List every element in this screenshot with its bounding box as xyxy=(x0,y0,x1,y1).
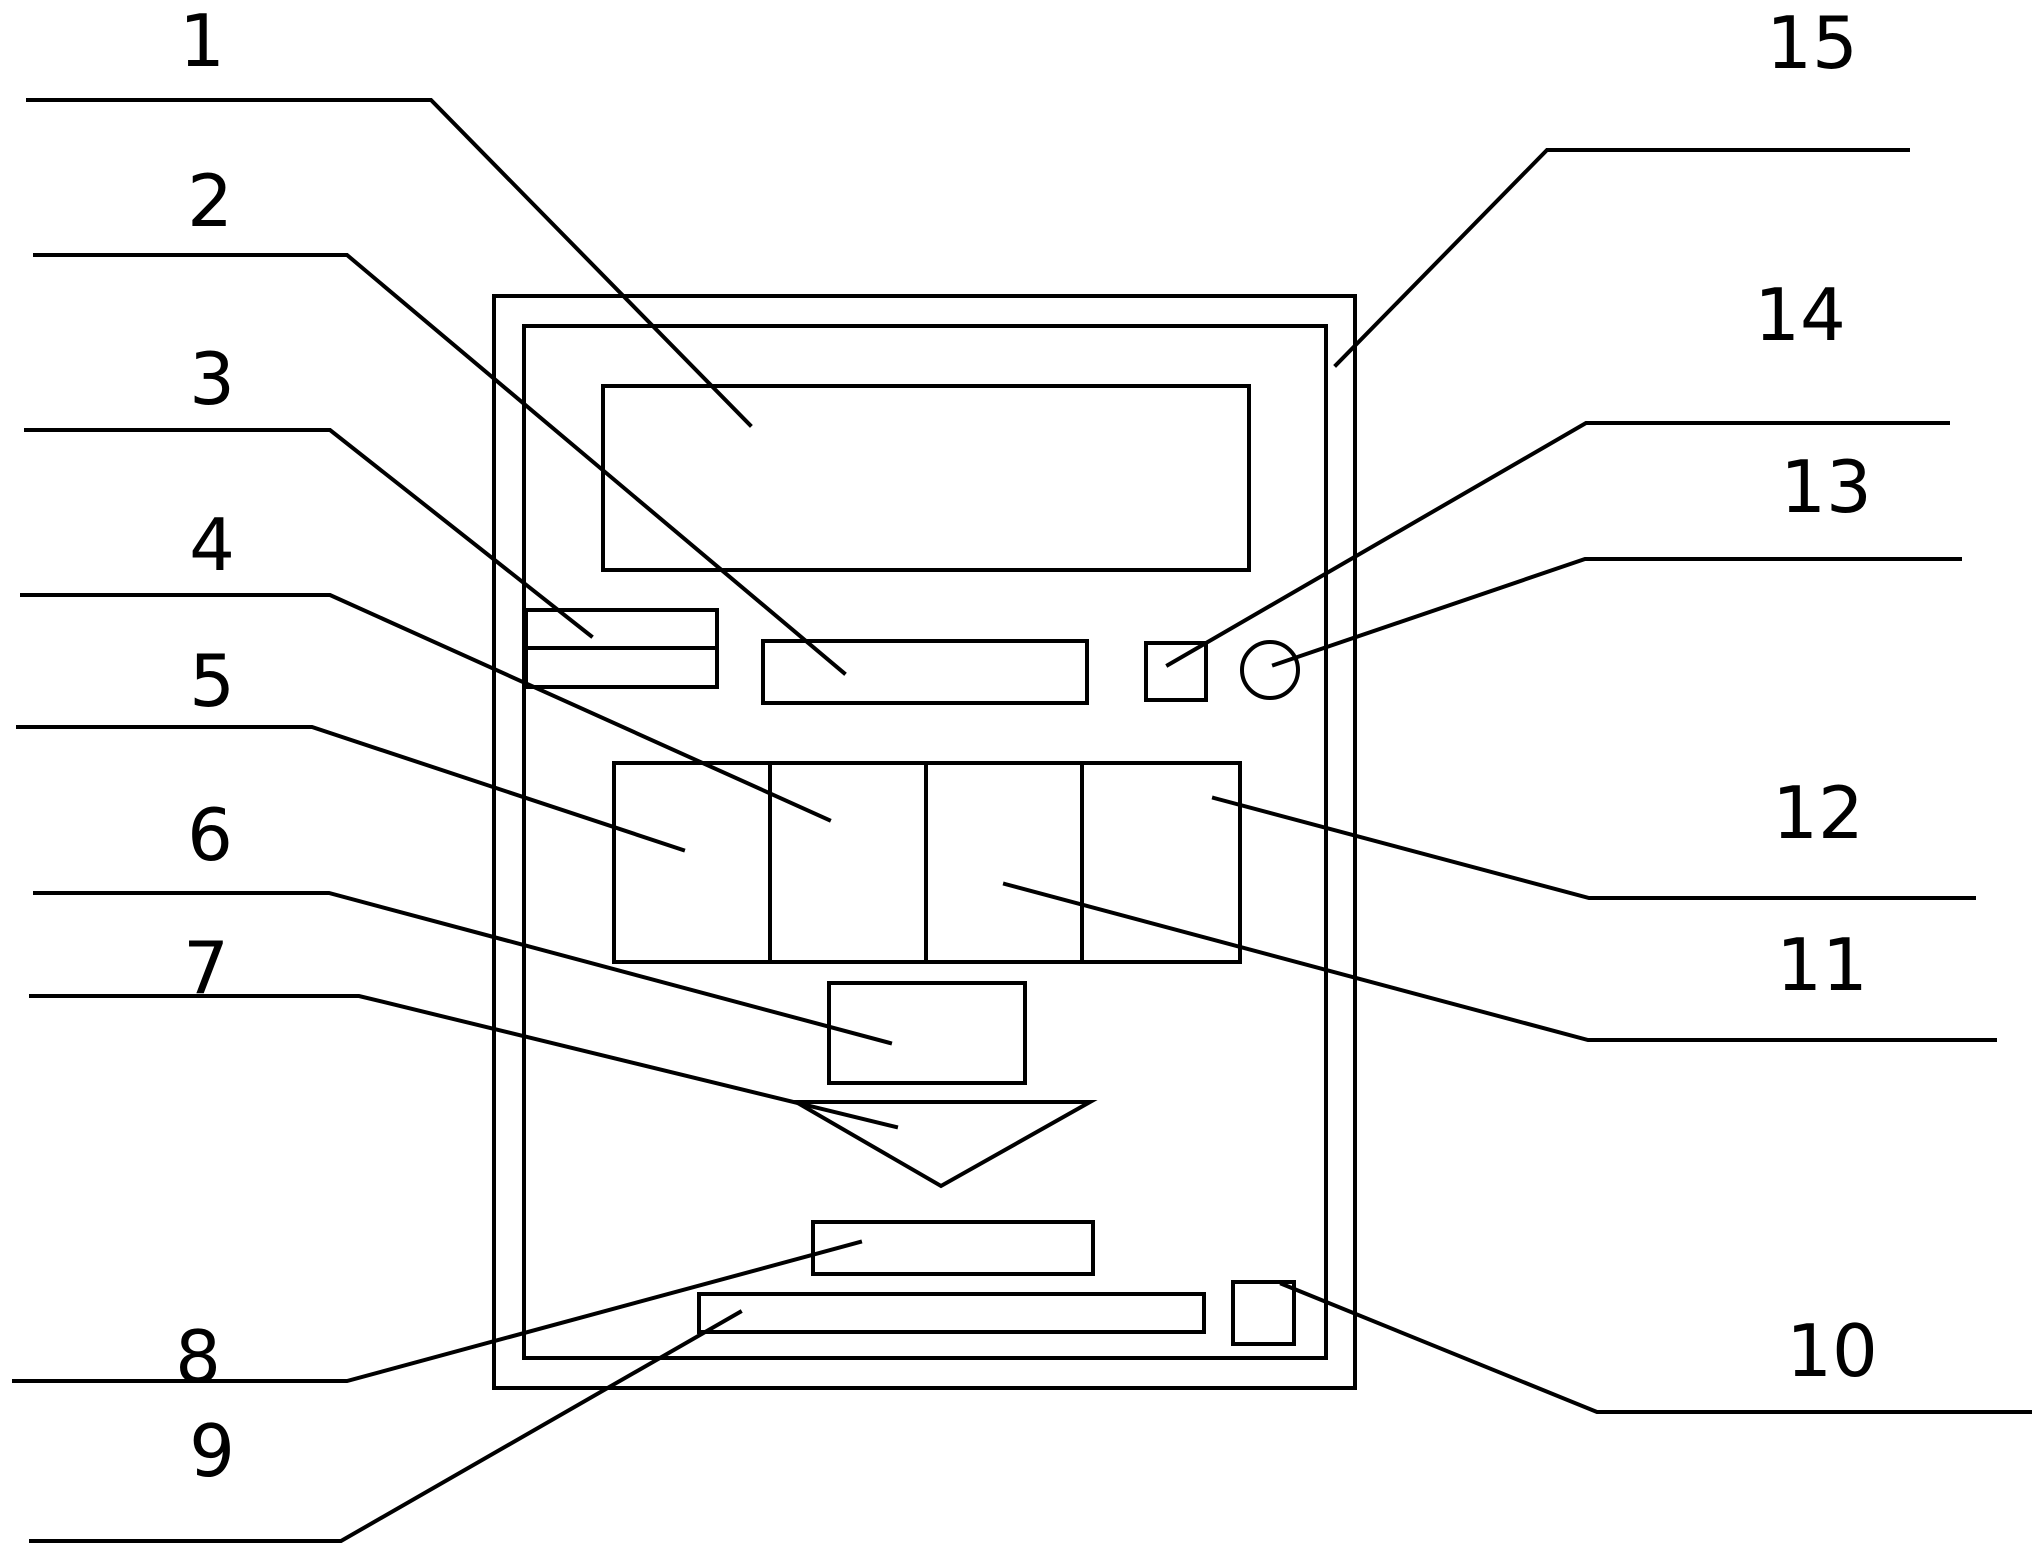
leader-line-9 xyxy=(29,1309,743,1543)
label-9: 9 xyxy=(189,1409,235,1493)
leader-line-3 xyxy=(24,428,594,639)
leader-line-14 xyxy=(1165,421,1950,668)
label-15: 15 xyxy=(1766,1,1858,85)
label-13: 13 xyxy=(1780,445,1872,529)
leader-line-11 xyxy=(1002,881,1997,1042)
label-8: 8 xyxy=(175,1315,221,1399)
leader-line-7 xyxy=(29,994,899,1130)
label-5: 5 xyxy=(189,639,235,723)
label-12: 12 xyxy=(1772,771,1864,855)
leader-line-1 xyxy=(26,98,753,428)
inner-panel xyxy=(522,324,1328,1360)
component-2-slot xyxy=(761,639,1089,705)
outer-housing xyxy=(492,294,1357,1390)
component-9-slot xyxy=(697,1292,1206,1334)
label-11: 11 xyxy=(1776,923,1868,1007)
label-10: 10 xyxy=(1786,1309,1878,1393)
leader-line-5 xyxy=(16,725,686,853)
component-7-funnel xyxy=(788,1100,1098,1189)
leader-line-15 xyxy=(1333,148,1910,368)
component-8-slot xyxy=(811,1220,1095,1276)
leader-line-8 xyxy=(12,1239,863,1383)
label-4: 4 xyxy=(189,503,235,587)
leader-line-4 xyxy=(20,593,832,823)
component-10-square xyxy=(1231,1280,1296,1346)
label-7: 7 xyxy=(183,926,229,1010)
component-6-box xyxy=(827,981,1027,1085)
leader-line-13 xyxy=(1271,557,1962,668)
label-3: 3 xyxy=(189,337,235,421)
leader-line-6 xyxy=(33,891,893,1046)
leader-line-10 xyxy=(1279,1281,2032,1414)
label-2: 2 xyxy=(187,159,233,243)
leader-line-12 xyxy=(1211,795,1976,900)
label-6: 6 xyxy=(187,793,233,877)
component-14-square xyxy=(1144,641,1208,702)
display-screen xyxy=(601,384,1251,572)
leader-line-2 xyxy=(33,253,847,676)
label-14: 14 xyxy=(1754,273,1846,357)
label-1: 1 xyxy=(179,0,225,83)
component-13-circle xyxy=(1240,640,1300,700)
